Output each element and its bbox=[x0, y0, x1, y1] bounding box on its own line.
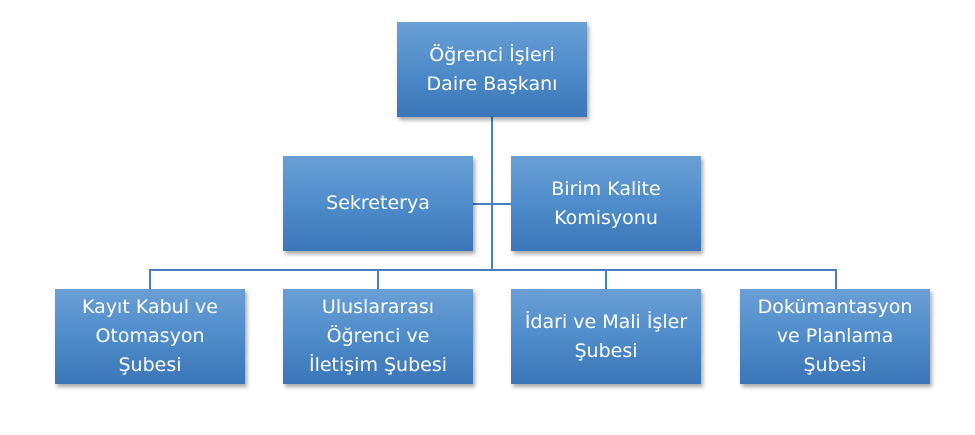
connector-branch-bus bbox=[149, 269, 837, 271]
node-daire-baskani[interactable]: Öğrenci İşleri Daire Başkanı bbox=[397, 22, 587, 117]
node-label: İdari ve Mali İşler Şubesi bbox=[524, 310, 688, 362]
node-idari-mali[interactable]: İdari ve Mali İşler Şubesi bbox=[511, 289, 701, 384]
connector-branch-1 bbox=[149, 269, 151, 289]
node-uluslararasi[interactable]: Uluslararası Öğrenci ve İletişim Şubesi bbox=[283, 289, 473, 384]
node-label: Kayıt Kabul ve Otomasyon Şubesi bbox=[82, 296, 218, 376]
node-label: Dokümantasyon ve Planlama Şubesi bbox=[757, 296, 913, 376]
node-sekreterya[interactable]: Sekreterya bbox=[283, 156, 473, 251]
connector-staff bbox=[473, 203, 511, 205]
connector-trunk bbox=[491, 117, 493, 271]
node-label: Uluslararası Öğrenci ve İletişim Şubesi bbox=[308, 296, 448, 376]
node-label: Birim Kalite Komisyonu bbox=[551, 177, 661, 229]
connector-branch-2 bbox=[377, 269, 379, 289]
connector-branch-4 bbox=[835, 269, 837, 289]
node-dokumantasyon[interactable]: Dokümantasyon ve Planlama Şubesi bbox=[740, 289, 930, 384]
node-label: Sekreterya bbox=[326, 192, 430, 214]
node-label: Öğrenci İşleri Daire Başkanı bbox=[426, 43, 558, 95]
node-birim-kalite-komisyonu[interactable]: Birim Kalite Komisyonu bbox=[511, 156, 701, 251]
node-kayit-kabul[interactable]: Kayıt Kabul ve Otomasyon Şubesi bbox=[55, 289, 245, 384]
connector-branch-3 bbox=[605, 269, 607, 289]
